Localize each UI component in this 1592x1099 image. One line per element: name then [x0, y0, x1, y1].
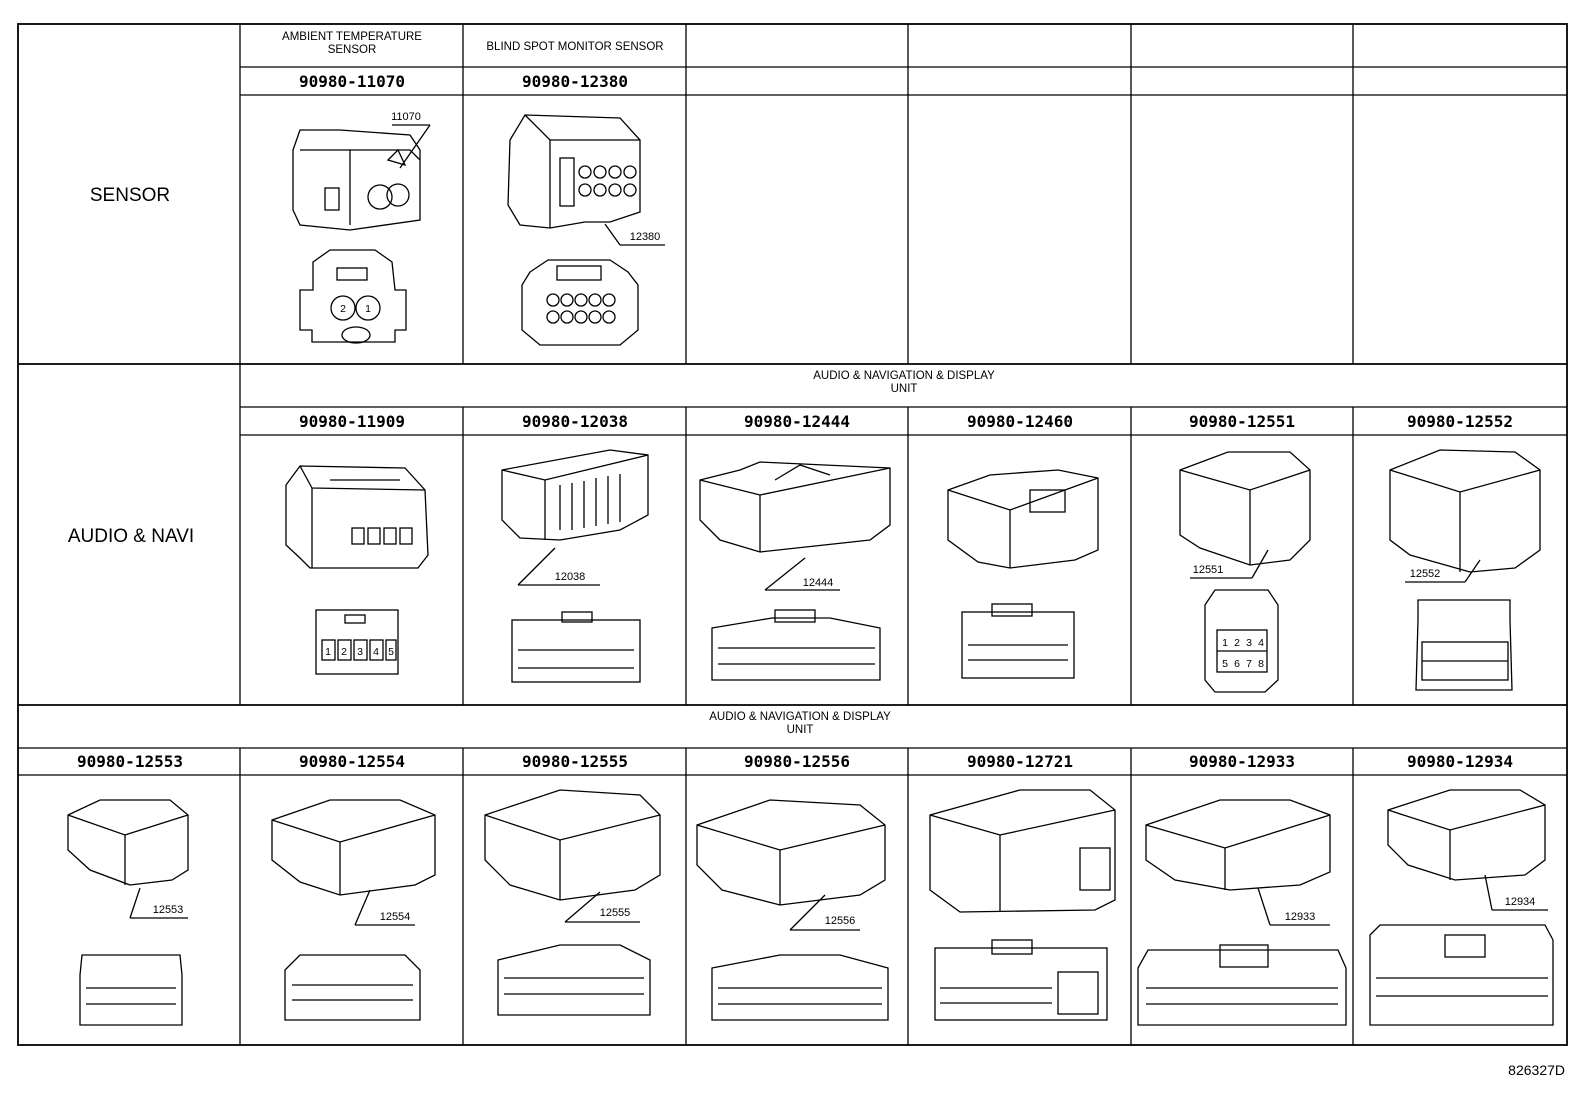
connector-front-12038: [511, 611, 641, 683]
svg-text:11070: 11070: [391, 111, 421, 123]
part-number: 90980-12380: [522, 72, 628, 91]
connector-front-11909: [315, 609, 399, 675]
connector-front-12460: [961, 603, 1075, 679]
svg-text:12934: 12934: [1505, 896, 1536, 908]
connector-front-12552: [1415, 599, 1513, 691]
svg-text:12555: 12555: [600, 907, 631, 919]
part-number: 90980-12554: [299, 752, 405, 771]
connector-front-12933: [1137, 944, 1347, 1026]
part-number: 90980-11909: [299, 412, 405, 431]
callout: 12555: [564, 891, 640, 923]
pin-label: 6: [1234, 658, 1240, 670]
callout: 12552: [1405, 559, 1481, 583]
connector-drawing-12721: [929, 789, 1116, 913]
connector-front-12553: [79, 954, 183, 1026]
callout: 12933: [1257, 887, 1330, 926]
part-number: 90980-12460: [967, 412, 1073, 431]
connector-front-11070: [299, 249, 407, 344]
svg-text:12554: 12554: [380, 911, 411, 923]
callout: 12551: [1190, 549, 1269, 579]
figure-code: 826327D: [1508, 1062, 1565, 1078]
part-number: 90980-12038: [522, 412, 628, 431]
callout: 12934: [1484, 874, 1548, 911]
pin-label: 7: [1246, 658, 1252, 670]
pin-label: 8: [1258, 658, 1264, 670]
part-number: 90980-12721: [967, 752, 1073, 771]
connector-drawing-12933: [1145, 799, 1331, 891]
pin-label: 2: [1234, 637, 1240, 649]
pin-label: 1: [365, 303, 371, 315]
svg-text:12552: 12552: [1410, 568, 1441, 580]
pin-label: 5: [1222, 658, 1228, 670]
part-number: 90980-12444: [744, 412, 850, 431]
pin-label: 1: [325, 646, 331, 658]
connector-drawing-12556: [696, 799, 886, 906]
connector-drawing-12551: [1179, 451, 1311, 566]
connector-drawing-12460: [947, 469, 1099, 569]
callout: 12444: [764, 557, 840, 591]
pin-label: 1: [1222, 637, 1228, 649]
pin-label: 2: [341, 646, 347, 658]
connector-front-12444: [711, 609, 881, 681]
svg-text:12556: 12556: [825, 915, 856, 927]
connector-drawing-12038: [501, 449, 649, 541]
category-label-sensor: SENSOR: [90, 185, 170, 206]
connector-drawing-12934: [1387, 789, 1546, 881]
callout: 12553: [129, 887, 188, 919]
svg-text:12933: 12933: [1285, 911, 1316, 923]
part-number: 90980-11070: [299, 72, 405, 91]
connector-drawing-12554: [271, 799, 436, 896]
connector-front-12556: [711, 954, 889, 1021]
part-number: 90980-12556: [744, 752, 850, 771]
part-number: 90980-12551: [1189, 412, 1295, 431]
connector-drawing-12552: [1389, 449, 1541, 573]
header-blind-spot: BLIND SPOT MONITOR SENSOR: [486, 41, 663, 53]
pin-label: 4: [373, 646, 379, 658]
connector-front-12551: [1204, 589, 1279, 693]
part-number: 90980-12934: [1407, 752, 1513, 771]
pin-label: 5: [388, 646, 394, 658]
part-number: 90980-12933: [1189, 752, 1295, 771]
part-number: 90980-12555: [522, 752, 628, 771]
connector-front-12934: [1369, 924, 1554, 1026]
svg-text:12551: 12551: [1193, 564, 1224, 576]
connector-drawing-12380: [507, 114, 641, 229]
svg-text:12553: 12553: [153, 904, 184, 916]
callout: 11070: [391, 111, 431, 169]
svg-text:12380: 12380: [630, 231, 661, 243]
part-number: 90980-12552: [1407, 412, 1513, 431]
connector-drawing-11070: [292, 129, 421, 231]
svg-text:12038: 12038: [555, 571, 586, 583]
callout: 12554: [354, 889, 415, 926]
connector-drawing-12553: [67, 799, 189, 886]
connector-front-12380: [521, 259, 639, 346]
connector-drawing-12555: [484, 789, 661, 901]
pin-label: 2: [340, 303, 346, 315]
pin-label: 4: [1258, 637, 1264, 649]
connector-front-12721: [934, 939, 1108, 1021]
category-label-audio: AUDIO & NAVI: [68, 526, 194, 547]
connector-front-12554: [284, 954, 421, 1021]
part-number: 90980-12553: [77, 752, 183, 771]
pin-label: 3: [357, 646, 363, 658]
connector-front-12555: [497, 944, 651, 1016]
connector-drawing-12444: [699, 461, 891, 553]
pin-label: 3: [1246, 637, 1252, 649]
callout: 12380: [604, 223, 665, 246]
svg-text:12444: 12444: [803, 577, 834, 589]
connector-drawing-11909: [285, 465, 429, 569]
table-grid: [17, 23, 1568, 1046]
callout: 12038: [517, 547, 600, 586]
callout: 12556: [789, 894, 860, 931]
